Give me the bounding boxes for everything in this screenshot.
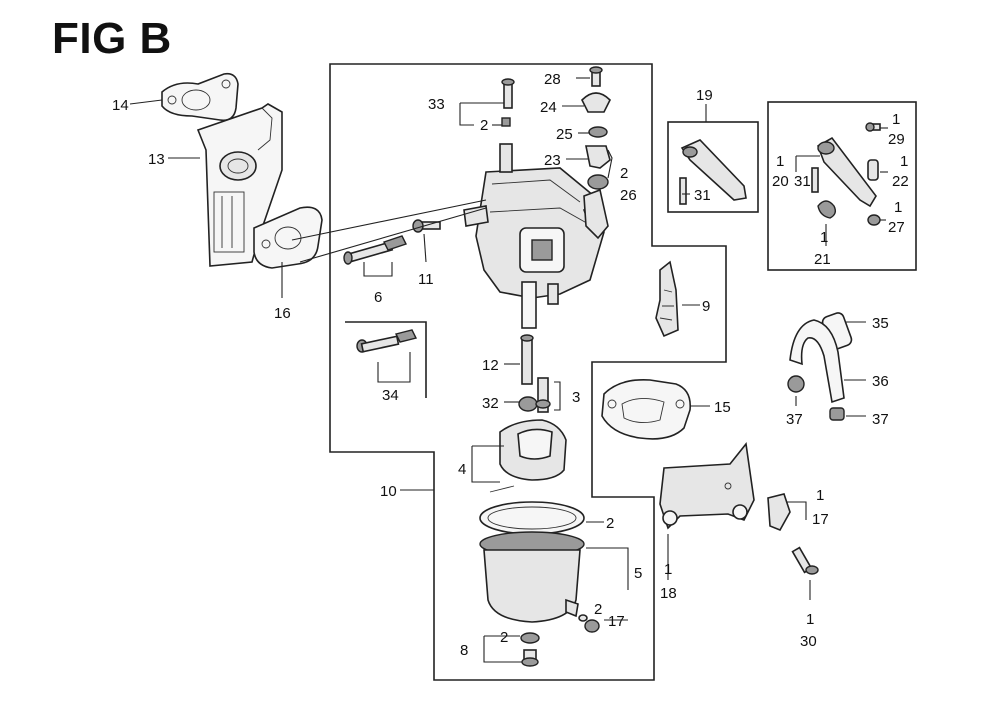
callout-31-a: 31 [694, 187, 711, 204]
callout-34: 34 [382, 387, 399, 404]
gasket-part-14 [161, 72, 239, 122]
throttle-shaft-part-2-top [499, 117, 513, 173]
pilot-screw-set-part-34 [356, 329, 418, 353]
callout-23: 23 [544, 152, 561, 169]
callout-18: 18 [660, 585, 677, 602]
callout-1-g: 1 [894, 199, 902, 216]
callout-28: 28 [544, 71, 561, 88]
callout-10: 10 [380, 483, 397, 500]
callout-30: 30 [800, 633, 817, 650]
hose-clip-part-37-left [787, 375, 805, 393]
callout-2-a: 2 [480, 117, 488, 134]
callout-13: 13 [148, 151, 165, 168]
spring-part-26 [587, 174, 609, 190]
pin-part-31-left [679, 177, 687, 205]
callout-37-a: 37 [786, 411, 803, 428]
callout-33: 33 [428, 96, 445, 113]
callout-11: 11 [418, 271, 434, 288]
choke-lever-box [667, 121, 759, 213]
callout-9: 9 [702, 298, 710, 315]
callout-1-h: 1 [820, 229, 828, 246]
callout-labels: 14 13 16 33 2 6 11 34 12 32 3 4 10 2 5 2… [112, 71, 909, 659]
throttle-lever-box [767, 101, 917, 271]
pin-part-31-right [811, 167, 819, 193]
callout-1-f: 1 [900, 153, 908, 170]
clamp-part-17 [767, 493, 791, 532]
callout-2-b: 2 [606, 515, 614, 532]
nozzle-part-12 [520, 334, 534, 385]
carburetor-assembly-frame [329, 63, 727, 681]
callout-1-d: 1 [776, 153, 784, 170]
fuel-hose-part-36 [789, 319, 845, 404]
callout-4: 4 [458, 461, 466, 478]
cap-part-24 [581, 92, 611, 113]
gasket-part-15 [601, 378, 692, 440]
leader-lines [129, 77, 888, 663]
nut-part-27 [867, 214, 881, 226]
callout-1-a: 1 [664, 561, 672, 578]
fitting-part-2-right [583, 188, 609, 240]
callout-8: 8 [460, 642, 468, 659]
callout-3: 3 [572, 389, 580, 406]
callout-26: 26 [620, 187, 637, 204]
float-part-4 [489, 419, 567, 493]
callout-6: 6 [374, 289, 382, 306]
choke-valve-part-9 [655, 260, 679, 338]
bolt-part-30 [791, 546, 819, 575]
callout-37-b: 37 [872, 411, 889, 428]
callout-22: 22 [892, 173, 909, 190]
washer-part-25 [588, 126, 608, 138]
drain-bolt-part-8 [520, 632, 540, 667]
collar-part-22 [867, 159, 879, 181]
callout-2-d: 2 [500, 629, 508, 646]
callout-15: 15 [714, 399, 731, 416]
callout-20: 20 [772, 173, 789, 190]
callout-19: 19 [696, 87, 713, 104]
bracket-part-18 [659, 442, 755, 530]
screw-part-28 [589, 66, 603, 87]
screw-part-33 [501, 78, 515, 109]
jet-part-3 [535, 377, 551, 413]
callout-24: 24 [540, 99, 557, 116]
spring-part-21 [817, 200, 837, 219]
throttle-lever-part-20 [817, 136, 877, 208]
callout-1-b: 1 [816, 487, 824, 504]
callout-31-b: 31 [794, 173, 811, 190]
callout-36: 36 [872, 373, 889, 390]
valve-part-23 [585, 145, 611, 169]
callout-12: 12 [482, 357, 499, 374]
callout-2-e: 2 [620, 165, 628, 182]
callout-2-c: 2 [594, 601, 602, 618]
callout-1-e: 1 [892, 111, 900, 128]
idle-screw-part-6 [343, 235, 407, 265]
callout-27: 27 [888, 219, 905, 236]
screw-part-29 [865, 122, 881, 132]
callout-14: 14 [112, 97, 129, 114]
callout-21: 21 [814, 251, 831, 268]
callout-29: 29 [888, 131, 905, 148]
callout-5: 5 [634, 565, 642, 582]
callout-1-c: 1 [806, 611, 814, 628]
hose-clip-part-37-right [829, 407, 845, 421]
callout-16: 16 [274, 305, 291, 322]
callout-25: 25 [556, 126, 573, 143]
float-bowl-part-5 [479, 501, 585, 623]
jet-part-32 [518, 396, 538, 412]
callout-32: 32 [482, 395, 499, 412]
figure-title: FIG B [52, 14, 172, 63]
callout-35: 35 [872, 315, 889, 332]
drain-screw-part-17 [578, 614, 600, 633]
callout-17-a: 17 [608, 613, 625, 630]
carburetor-body [463, 167, 608, 329]
screw-part-11 [412, 219, 441, 233]
pilot-screw-set-bracket [345, 321, 427, 398]
choke-lever-part-19 [680, 139, 747, 201]
callout-17-b: 17 [812, 511, 829, 528]
